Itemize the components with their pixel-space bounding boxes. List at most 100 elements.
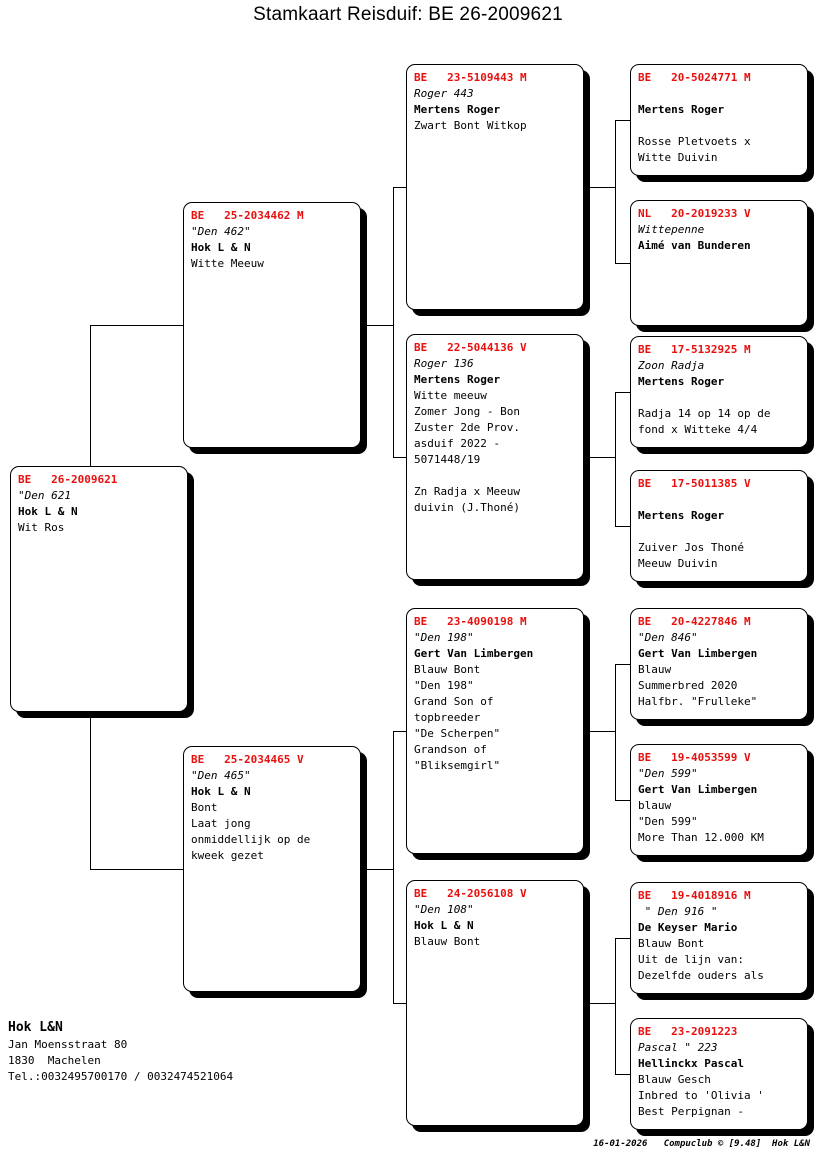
- detail-line: Mertens Roger: [638, 375, 725, 388]
- pedigree-card-gen4-5[interactable]: BE 19-4053599 V"Den 599"Gert Van Limberg…: [630, 744, 814, 862]
- detail-line: Mertens Roger: [638, 103, 725, 116]
- ring-number: BE 20-5024771 M: [638, 71, 751, 84]
- ring-number: BE 17-5132925 M: [638, 343, 751, 356]
- card-content: BE 19-4018916 M " Den 916 "De Keyser Mar…: [631, 883, 807, 984]
- detail-line: "Den 599": [638, 815, 698, 828]
- connector-stem-gen3-1: [584, 457, 615, 458]
- ring-number: BE 23-2091223: [638, 1025, 738, 1038]
- detail-line: Witte Duivin: [638, 151, 718, 164]
- pedigree-card-gen4-6[interactable]: BE 19-4018916 M " Den 916 "De Keyser Mar…: [630, 882, 814, 1000]
- connector-stem-gen3-0: [584, 187, 615, 188]
- pedigree-card-gen4-3[interactable]: BE 17-5011385 V Mertens Roger Zuiver Jos…: [630, 470, 814, 588]
- ring-number: BE 22-5044136 V: [414, 341, 527, 354]
- detail-line: Inbred to 'Olivia ': [638, 1089, 764, 1102]
- connector-stem-gen2-1: [361, 869, 393, 870]
- detail-line: Summerbred 2020: [638, 679, 738, 692]
- detail-line: 5071448/19: [414, 453, 481, 466]
- detail-line: Zuiver Jos Thoné: [638, 541, 744, 554]
- detail-line: "De Scherpen": [414, 727, 501, 740]
- detail-line: Wit Ros: [18, 521, 65, 534]
- pedigree-card-gen4-4[interactable]: BE 20-4227846 M"Den 846"Gert Van Limberg…: [630, 608, 814, 726]
- detail-line: Hok L & N: [191, 785, 251, 798]
- connector-spine-gen2-1: [393, 731, 394, 1003]
- detail-line: Roger 136: [414, 357, 474, 370]
- detail-line: "Den 599": [638, 767, 698, 780]
- detail-line: Witte Meeuw: [191, 257, 264, 270]
- ring-number: BE 19-4018916 M: [638, 889, 751, 902]
- detail-line: De Keyser Mario: [638, 921, 738, 934]
- connector-branch-subject-bottom: [90, 869, 183, 870]
- card-body: BE 20-4227846 M"Den 846"Gert Van Limberg…: [630, 608, 808, 720]
- detail-line: Zwart Bont Witkop: [414, 119, 527, 132]
- breeder-address-line1: Jan Moensstraat 80: [8, 1038, 128, 1051]
- ring-number: BE 17-5011385 V: [638, 477, 751, 490]
- connector-branch-subject-top: [90, 325, 183, 326]
- breeder-name: Hok L&N: [8, 1020, 63, 1035]
- connector-spine-gen3-3: [615, 938, 616, 1074]
- detail-line: duivin (J.Thoné): [414, 501, 520, 514]
- connector-stem-gen3-3: [584, 1003, 615, 1004]
- connector-branch-gen2-1-bottom: [393, 1003, 406, 1004]
- ring-number: BE 25-2034465 V: [191, 753, 304, 766]
- detail-line: Radja 14 op 14 op de: [638, 407, 771, 420]
- detail-line: Blauw Bont: [414, 663, 481, 676]
- detail-line: Meeuw Duivin: [638, 557, 718, 570]
- breeder-address-line2: 1830 Machelen: [8, 1054, 101, 1067]
- connector-stem-gen2-0: [361, 325, 393, 326]
- detail-line: [638, 524, 800, 540]
- detail-line: Best Perpignan -: [638, 1105, 744, 1118]
- detail-line: Laat jong: [191, 817, 251, 830]
- connector-spine-gen3-2: [615, 664, 616, 800]
- detail-line: Roger 443: [414, 87, 474, 100]
- ring-number: BE 23-4090198 M: [414, 615, 527, 628]
- detail-line: Zoon Radja: [638, 359, 705, 372]
- connector-branch-gen3-3-top: [615, 938, 630, 939]
- detail-line: topbreeder: [414, 711, 481, 724]
- detail-line: "Bliksemgirl": [414, 759, 501, 772]
- detail-line: onmiddellijk op de: [191, 833, 311, 846]
- ring-number: BE 25-2034462 M: [191, 209, 304, 222]
- detail-line: [638, 118, 800, 134]
- detail-line: Bont: [191, 801, 218, 814]
- page-title: Stamkaart Reisduif: BE 26-2009621: [253, 4, 563, 25]
- card-content: BE 23-4090198 M"Den 198"Gert Van Limberg…: [407, 609, 583, 774]
- card-body: BE 19-4053599 V"Den 599"Gert Van Limberg…: [630, 744, 808, 856]
- detail-line: fond x Witteke 4/4: [638, 423, 758, 436]
- detail-line: "Den 621: [18, 489, 71, 502]
- pedigree-card-gen3-2[interactable]: BE 23-4090198 M"Den 198"Gert Van Limberg…: [406, 608, 590, 860]
- footer-stamp: 16-01-2026 Compuclub © [9.48] Hok L&N: [593, 1139, 810, 1149]
- ring-number: BE 26-2009621: [18, 473, 118, 486]
- pedigree-card-gen4-0[interactable]: BE 20-5024771 M Mertens Roger Rosse Plet…: [630, 64, 814, 182]
- breeder-info: Hok L&N Jan Moensstraat 80 1830 Machelen…: [8, 1018, 338, 1085]
- connector-branch-gen3-3-bottom: [615, 1074, 630, 1075]
- card-content: BE 20-4227846 M"Den 846"Gert Van Limberg…: [631, 609, 807, 710]
- detail-line: Blauw: [638, 663, 672, 676]
- detail-line: Mertens Roger: [638, 509, 725, 522]
- connector-branch-gen2-0-top: [393, 187, 406, 188]
- detail-line: kweek gezet: [191, 849, 264, 862]
- detail-line: Halfbr. "Frulleke": [638, 695, 758, 708]
- connector-stem-gen3-2: [584, 731, 615, 732]
- card-content: BE 20-5024771 M Mertens Roger Rosse Plet…: [631, 65, 807, 166]
- card-content: BE 17-5011385 V Mertens Roger Zuiver Jos…: [631, 471, 807, 572]
- detail-line: [638, 390, 800, 406]
- detail-line: "Den 198": [414, 679, 474, 692]
- detail-line: [638, 492, 800, 508]
- detail-line: More Than 12.000 KM: [638, 831, 764, 844]
